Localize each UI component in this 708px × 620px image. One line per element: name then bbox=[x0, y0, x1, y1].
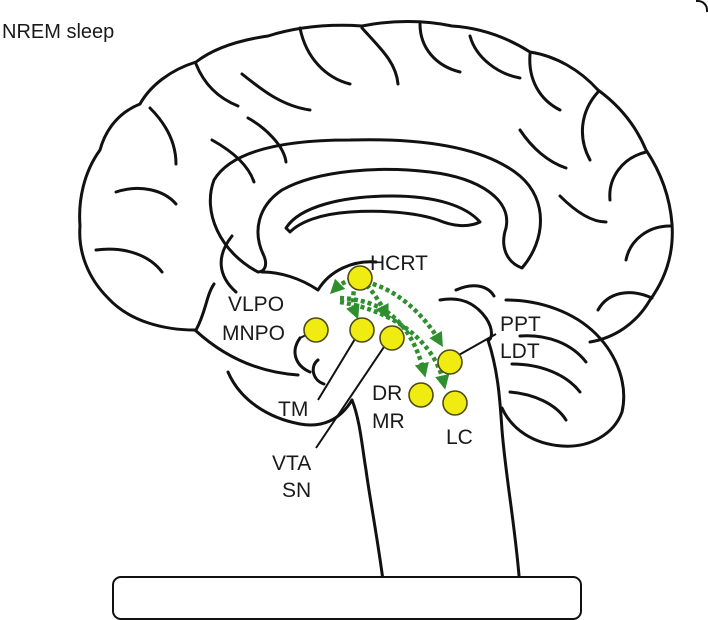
label-ldt: LDT bbox=[500, 340, 540, 363]
diagram-title: NREM sleep bbox=[2, 21, 114, 43]
vlpo-mnpo-node bbox=[303, 317, 329, 343]
cortex-sulci bbox=[94, 22, 672, 332]
bottom-panel bbox=[112, 576, 582, 620]
label-vta: VTA bbox=[272, 452, 311, 475]
label-sn: SN bbox=[282, 479, 311, 502]
label-ppt: PPT bbox=[500, 313, 541, 336]
label-hcrt: HCRT bbox=[370, 252, 428, 275]
dr-mr-node bbox=[408, 382, 434, 408]
label-lc: LC bbox=[446, 426, 473, 449]
vta-sn-node bbox=[379, 325, 405, 351]
thalamus bbox=[260, 260, 378, 292]
label-vlpo: VLPO bbox=[228, 293, 284, 316]
brainstem bbox=[350, 398, 386, 588]
label-mr: MR bbox=[372, 410, 405, 433]
hcrt-node bbox=[347, 265, 373, 291]
cerebellum bbox=[500, 298, 626, 448]
sagittal-brain-diagram: NREM sleep bbox=[2, 20, 674, 588]
nuclei bbox=[303, 265, 468, 416]
frame-corner bbox=[696, 0, 708, 12]
ppt-ldt-node bbox=[437, 349, 463, 375]
label-dr: DR bbox=[372, 382, 402, 405]
label-mnpo: MNPO bbox=[222, 322, 285, 345]
tm-node bbox=[349, 317, 375, 343]
cortex-outline bbox=[78, 20, 674, 377]
hypothalamus bbox=[293, 336, 312, 374]
fornix bbox=[284, 194, 482, 234]
label-tm: TM bbox=[278, 398, 308, 421]
corpus-callosum bbox=[208, 138, 542, 274]
lc-node bbox=[442, 390, 468, 416]
